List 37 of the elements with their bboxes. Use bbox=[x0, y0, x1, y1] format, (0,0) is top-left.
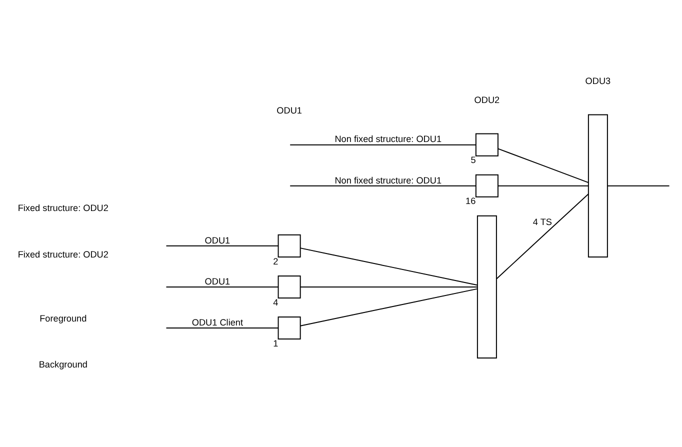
label: Fixed structure: ODU2 bbox=[18, 203, 108, 214]
connector bbox=[496, 193, 589, 280]
node-box bbox=[475, 133, 498, 156]
connector bbox=[290, 185, 476, 186]
node-label: 2 bbox=[273, 256, 278, 266]
connector bbox=[498, 185, 589, 186]
edge-label: Non fixed structure: ODU1 bbox=[334, 175, 442, 186]
node-label: 5 bbox=[470, 155, 476, 166]
edge-label: ODU1 bbox=[204, 235, 230, 246]
connector bbox=[166, 328, 279, 329]
node-bar bbox=[588, 114, 608, 258]
connector bbox=[166, 286, 279, 288]
edge-label: Non fixed structure: ODU1 bbox=[334, 134, 442, 144]
edge-label: ODU1 Client bbox=[192, 317, 244, 328]
node-box bbox=[278, 234, 301, 258]
label: Fixed structure: ODU2 bbox=[18, 249, 108, 260]
edge-label: ODU1 bbox=[204, 276, 230, 286]
label: Background bbox=[38, 360, 88, 370]
node-box bbox=[278, 275, 301, 298]
connector bbox=[607, 185, 670, 186]
label: Foreground bbox=[40, 313, 87, 324]
connector bbox=[166, 245, 279, 246]
connector bbox=[498, 148, 589, 184]
label: ODU3 bbox=[585, 76, 611, 86]
node-label: 1 bbox=[273, 338, 278, 348]
label: ODU2 bbox=[474, 95, 500, 106]
node-label: 4 bbox=[273, 297, 278, 308]
label: ODU1 bbox=[276, 106, 302, 116]
node-box bbox=[278, 316, 301, 340]
node-box bbox=[475, 174, 498, 198]
connector bbox=[300, 288, 478, 326]
connector bbox=[300, 286, 478, 288]
edge-label: 4 TS bbox=[532, 217, 552, 228]
node-bar bbox=[476, 215, 497, 359]
node-label: 16 bbox=[466, 196, 476, 206]
connector bbox=[290, 144, 476, 146]
connector bbox=[300, 248, 478, 286]
